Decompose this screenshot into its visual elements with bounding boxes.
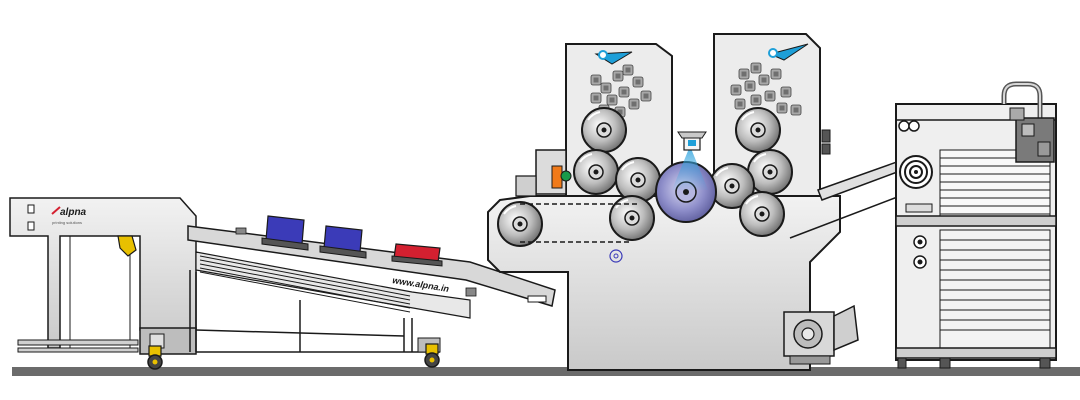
floor — [12, 367, 1080, 376]
upper-roller-left — [581, 107, 627, 153]
feeder-base — [139, 327, 197, 355]
green-sensor — [560, 170, 572, 182]
caster-wheel — [424, 343, 440, 368]
feeder-unit: alpna printing solutions — [9, 197, 556, 370]
ink-fountain-right — [768, 43, 809, 61]
spiral-drive — [899, 155, 933, 189]
control-knobs — [913, 235, 927, 269]
orange-lamp — [551, 165, 563, 189]
caster-wheel — [147, 345, 163, 370]
brand-tagline: printing solutions — [52, 220, 82, 225]
upper-roller-right — [735, 107, 781, 153]
uv-beam — [672, 146, 708, 190]
plate-cylinder-left — [573, 149, 619, 195]
transfer-roller-right — [739, 191, 785, 237]
sheet-stack — [939, 149, 1051, 349]
blanket-cylinder-left — [615, 157, 661, 203]
feed-roller — [497, 201, 543, 247]
press-body — [487, 195, 841, 371]
delivery-unit — [895, 81, 1057, 369]
transfer-roller-left — [609, 195, 655, 241]
printing-unit — [487, 33, 909, 371]
brand-logo: alpna — [60, 207, 87, 218]
delivery-chute — [817, 156, 909, 201]
drive-motor — [783, 304, 859, 365]
feeder-tower — [9, 197, 197, 349]
